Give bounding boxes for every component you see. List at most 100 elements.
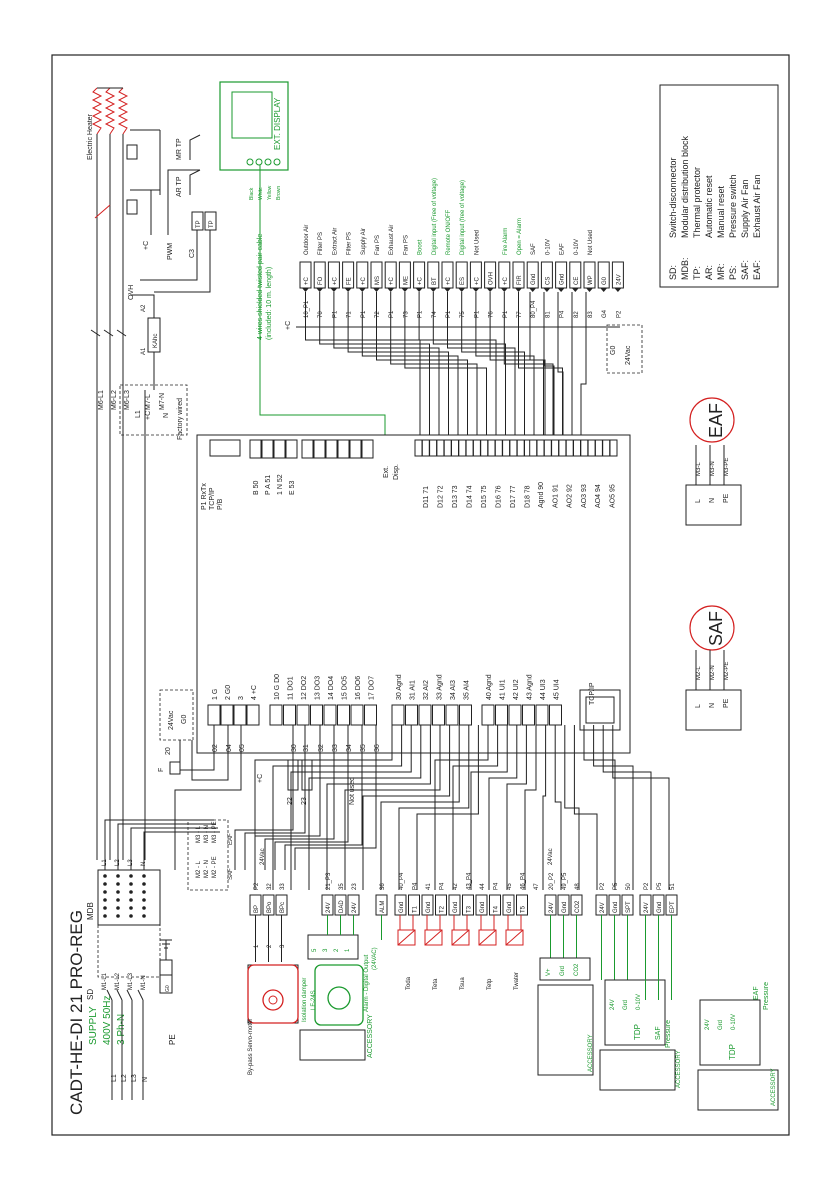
top-24vac: 24Vac <box>625 345 632 365</box>
ext-display-pin <box>264 158 272 166</box>
ao-terminal <box>580 439 589 457</box>
ext-disp-label: Disp. <box>393 464 400 480</box>
mdb-dot <box>103 874 107 878</box>
top-terminal-label: Not Used <box>474 230 480 255</box>
left-wire-num: 34 <box>346 744 353 752</box>
bypass-idx: 2 <box>267 944 273 948</box>
mdb-fan-label: M2 - N <box>204 860 210 878</box>
saf-pin: L <box>695 704 702 708</box>
heater-m6-label: M6-L2 <box>111 390 118 410</box>
eaf-ps-accessory-label: ACCESSORY <box>771 1068 777 1106</box>
top-terminal-pin: +C <box>474 276 480 285</box>
terminal-arrow <box>330 288 338 292</box>
eaf-ps-body <box>699 999 761 1066</box>
ui-label: 45 UI4 <box>554 679 561 700</box>
contactor <box>90 329 101 337</box>
sensor-num: 40_P4 <box>399 872 405 890</box>
terminal-arrow <box>472 288 480 292</box>
eaf-ps-label2: Pressure <box>763 982 770 1010</box>
di-label: D15 75 <box>481 485 488 508</box>
heater-n: N <box>163 413 170 418</box>
di-label: D17 77 <box>510 485 517 508</box>
wire <box>189 134 201 160</box>
do-terminal <box>296 704 310 726</box>
bottom-wire <box>488 725 518 890</box>
ai-terminal <box>405 704 418 726</box>
do-down-wire <box>234 760 294 870</box>
bottom-strip: By-pass Servo-motorP2BP132BPo233BPc324Va… <box>247 725 779 1111</box>
sensor-pin: T4 <box>494 905 500 913</box>
eaf-ps-term-label: 24V <box>705 1019 711 1030</box>
do-label: 17 DO7 <box>369 676 376 700</box>
ao-label: AO1 91 <box>552 484 559 508</box>
ao-label: Agnd 90 <box>538 482 545 508</box>
a2-label: A2 <box>141 304 147 312</box>
do-down-wire <box>284 760 363 870</box>
top-terminal-pin: Gnd <box>560 274 566 285</box>
mdb-term-label: M1-L1 <box>102 972 108 990</box>
terminal-arrow <box>515 288 522 292</box>
top-wire <box>376 292 468 440</box>
sensor-pin: Gnd <box>399 902 405 913</box>
legend-abbr: PS: <box>728 265 738 280</box>
saf-fan-symbol <box>689 605 735 651</box>
bus-terminal <box>261 439 274 459</box>
pwr-terminal <box>233 704 247 726</box>
sensor-num: 44 <box>480 883 486 890</box>
top-wire <box>361 292 459 440</box>
bus-label: 1 N 52 <box>277 474 284 495</box>
ui-label: 44 UI3 <box>540 679 547 700</box>
sensor-name: Teta <box>433 978 439 990</box>
supply-trunk <box>130 827 218 860</box>
top-terminal-num: P1 <box>503 310 509 318</box>
saf-terminal-block <box>685 689 742 731</box>
bottom-wire <box>524 725 537 890</box>
sd-contact <box>106 989 113 1001</box>
ai-label: 35 AI4 <box>464 680 471 700</box>
top-terminal-pin: OVH <box>489 272 495 285</box>
sensor-num: 45 <box>507 883 513 890</box>
eaf-wire-label: M3-N <box>710 461 716 476</box>
eaf-ps-tdp: TDP <box>728 1044 737 1060</box>
heater-element <box>117 87 129 135</box>
top-terminal-num: 81 <box>545 311 551 318</box>
top-wire <box>333 292 440 440</box>
sensor-pin: Gnd <box>426 902 432 913</box>
ssr-top <box>126 144 138 160</box>
di-terminal <box>429 439 438 457</box>
isolation-idx: 5 <box>312 948 318 952</box>
ui-terminal <box>481 704 495 726</box>
sensor-pin: T1 <box>413 905 419 913</box>
fan-mdb-box <box>187 819 229 891</box>
eaf-ps-pin: EPT <box>670 901 676 913</box>
top-terminal-pin: +C <box>361 276 367 285</box>
ext-display-pin <box>246 158 254 166</box>
alarm-num: 36 <box>380 883 386 890</box>
bus-terminal <box>301 439 314 459</box>
do-terminal <box>364 704 377 726</box>
ext-display-pin <box>255 158 263 166</box>
saf-ps-term-label: Grd <box>623 1000 629 1010</box>
legend-text: Automatic reset <box>704 175 714 238</box>
bottom-wire <box>470 725 508 890</box>
supply-line-label: L3 <box>131 1074 138 1082</box>
bus-terminal <box>337 439 350 459</box>
relay <box>301 759 313 791</box>
eaf-pin: N <box>709 498 716 503</box>
legend-text: Thermal protector <box>692 167 702 238</box>
left-wire-num: 02 <box>212 744 219 752</box>
alarm-sub: (24VAC) <box>372 947 378 970</box>
mdb-term-label: M1-L3 <box>128 972 134 990</box>
top-terminal-label: 0-10V <box>574 239 580 255</box>
thermistor-slash <box>505 929 524 946</box>
top-wire <box>404 292 487 440</box>
bottom-wire <box>290 725 412 890</box>
ui-terminal <box>522 704 535 726</box>
supply-pe-label: PE <box>168 1034 177 1045</box>
top-terminal-pin: FIR <box>517 275 523 285</box>
sensor-pin: T2 <box>440 905 446 913</box>
top-terminal-pin: +C <box>418 276 424 285</box>
